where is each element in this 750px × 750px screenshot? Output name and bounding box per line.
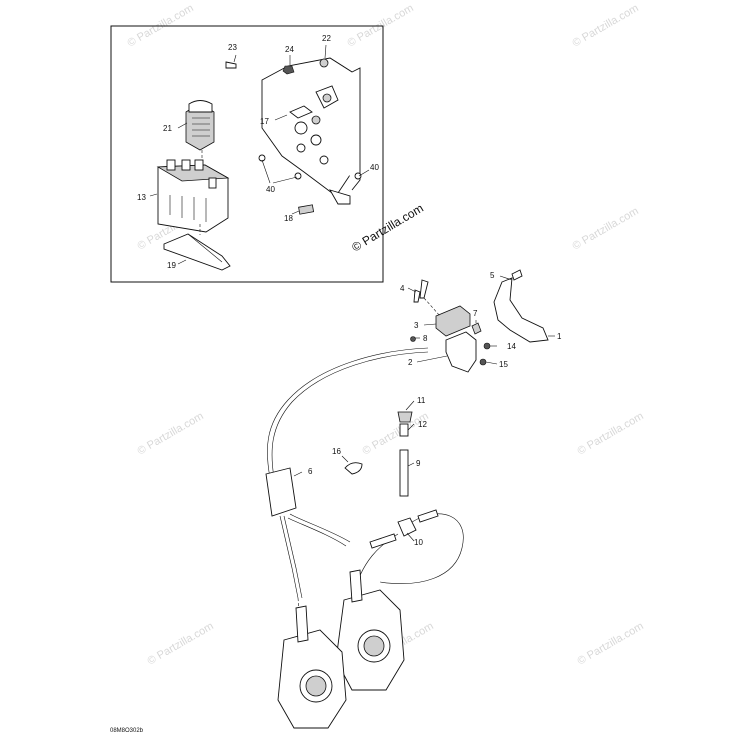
callout-13: 13 — [137, 193, 146, 202]
callout-12: 12 — [418, 420, 427, 429]
callout-5: 5 — [490, 271, 495, 280]
part-21-connector — [185, 100, 215, 160]
watermark: © Partzilla.com — [571, 2, 641, 49]
callout-40-right: 40 — [370, 163, 379, 172]
callout-1: 1 — [557, 332, 562, 341]
callout-3: 3 — [414, 321, 419, 330]
part-10-splitter — [351, 509, 464, 599]
callout-2: 2 — [408, 358, 413, 367]
part-18-pad — [298, 204, 315, 215]
carburetor-rear — [335, 569, 405, 691]
callout-15: 15 — [499, 360, 508, 369]
watermark: © Partzilla.com — [146, 620, 216, 667]
callout-11: 11 — [417, 396, 426, 405]
callout-22: 22 — [322, 34, 331, 43]
part-16-clip — [344, 462, 363, 475]
part-4-screws — [413, 279, 441, 317]
callout-21: 21 — [163, 124, 172, 133]
part-22-fastener — [319, 58, 329, 68]
watermark: © Partzilla.com — [136, 410, 206, 457]
callout-16: 16 — [332, 447, 341, 456]
callout-17: 17 — [260, 117, 269, 126]
part-1-lever — [493, 269, 549, 343]
inset-frame — [110, 25, 384, 283]
callout-labels: 23 24 22 21 17 13 18 19 40 40 5 4 7 3 1 … — [137, 34, 562, 547]
part-17-plate — [258, 57, 362, 205]
callout-8: 8 — [423, 334, 428, 343]
part-8-ball — [410, 336, 416, 342]
watermark: © Partzilla.com — [571, 205, 641, 252]
part-7-washer — [471, 322, 482, 335]
part-13-module — [156, 159, 230, 235]
callout-6: 6 — [308, 467, 313, 476]
brand-text: © Partzilla.com — [349, 201, 426, 255]
callout-4: 4 — [400, 284, 405, 293]
drawing-code: 08M8O302b — [110, 728, 144, 734]
callout-24: 24 — [285, 45, 294, 54]
part-19-bracket — [163, 233, 231, 271]
part-23-screw — [225, 61, 237, 69]
part-11-boot — [397, 411, 413, 423]
part-24-nut — [282, 65, 295, 75]
callout-14: 14 — [507, 342, 516, 351]
watermark: © Partzilla.com — [361, 410, 431, 457]
callout-19: 19 — [167, 261, 176, 270]
callout-40-left: 40 — [266, 185, 275, 194]
callout-18: 18 — [284, 214, 293, 223]
part-3-block — [435, 305, 471, 337]
part-15-nut — [479, 358, 487, 366]
watermark: © Partzilla.com — [576, 620, 646, 667]
callout-9: 9 — [416, 459, 421, 468]
carburetor-front — [277, 605, 347, 729]
callout-10: 10 — [414, 538, 423, 547]
part-2-housing — [445, 331, 477, 373]
watermark: © Partzilla.com — [576, 410, 646, 457]
part-6-cable — [265, 347, 429, 599]
part-14-nut — [483, 342, 491, 350]
callout-23: 23 — [228, 43, 237, 52]
part-9-tube — [399, 449, 409, 497]
callout-7: 7 — [473, 309, 478, 318]
part-12-fitting — [399, 423, 409, 437]
